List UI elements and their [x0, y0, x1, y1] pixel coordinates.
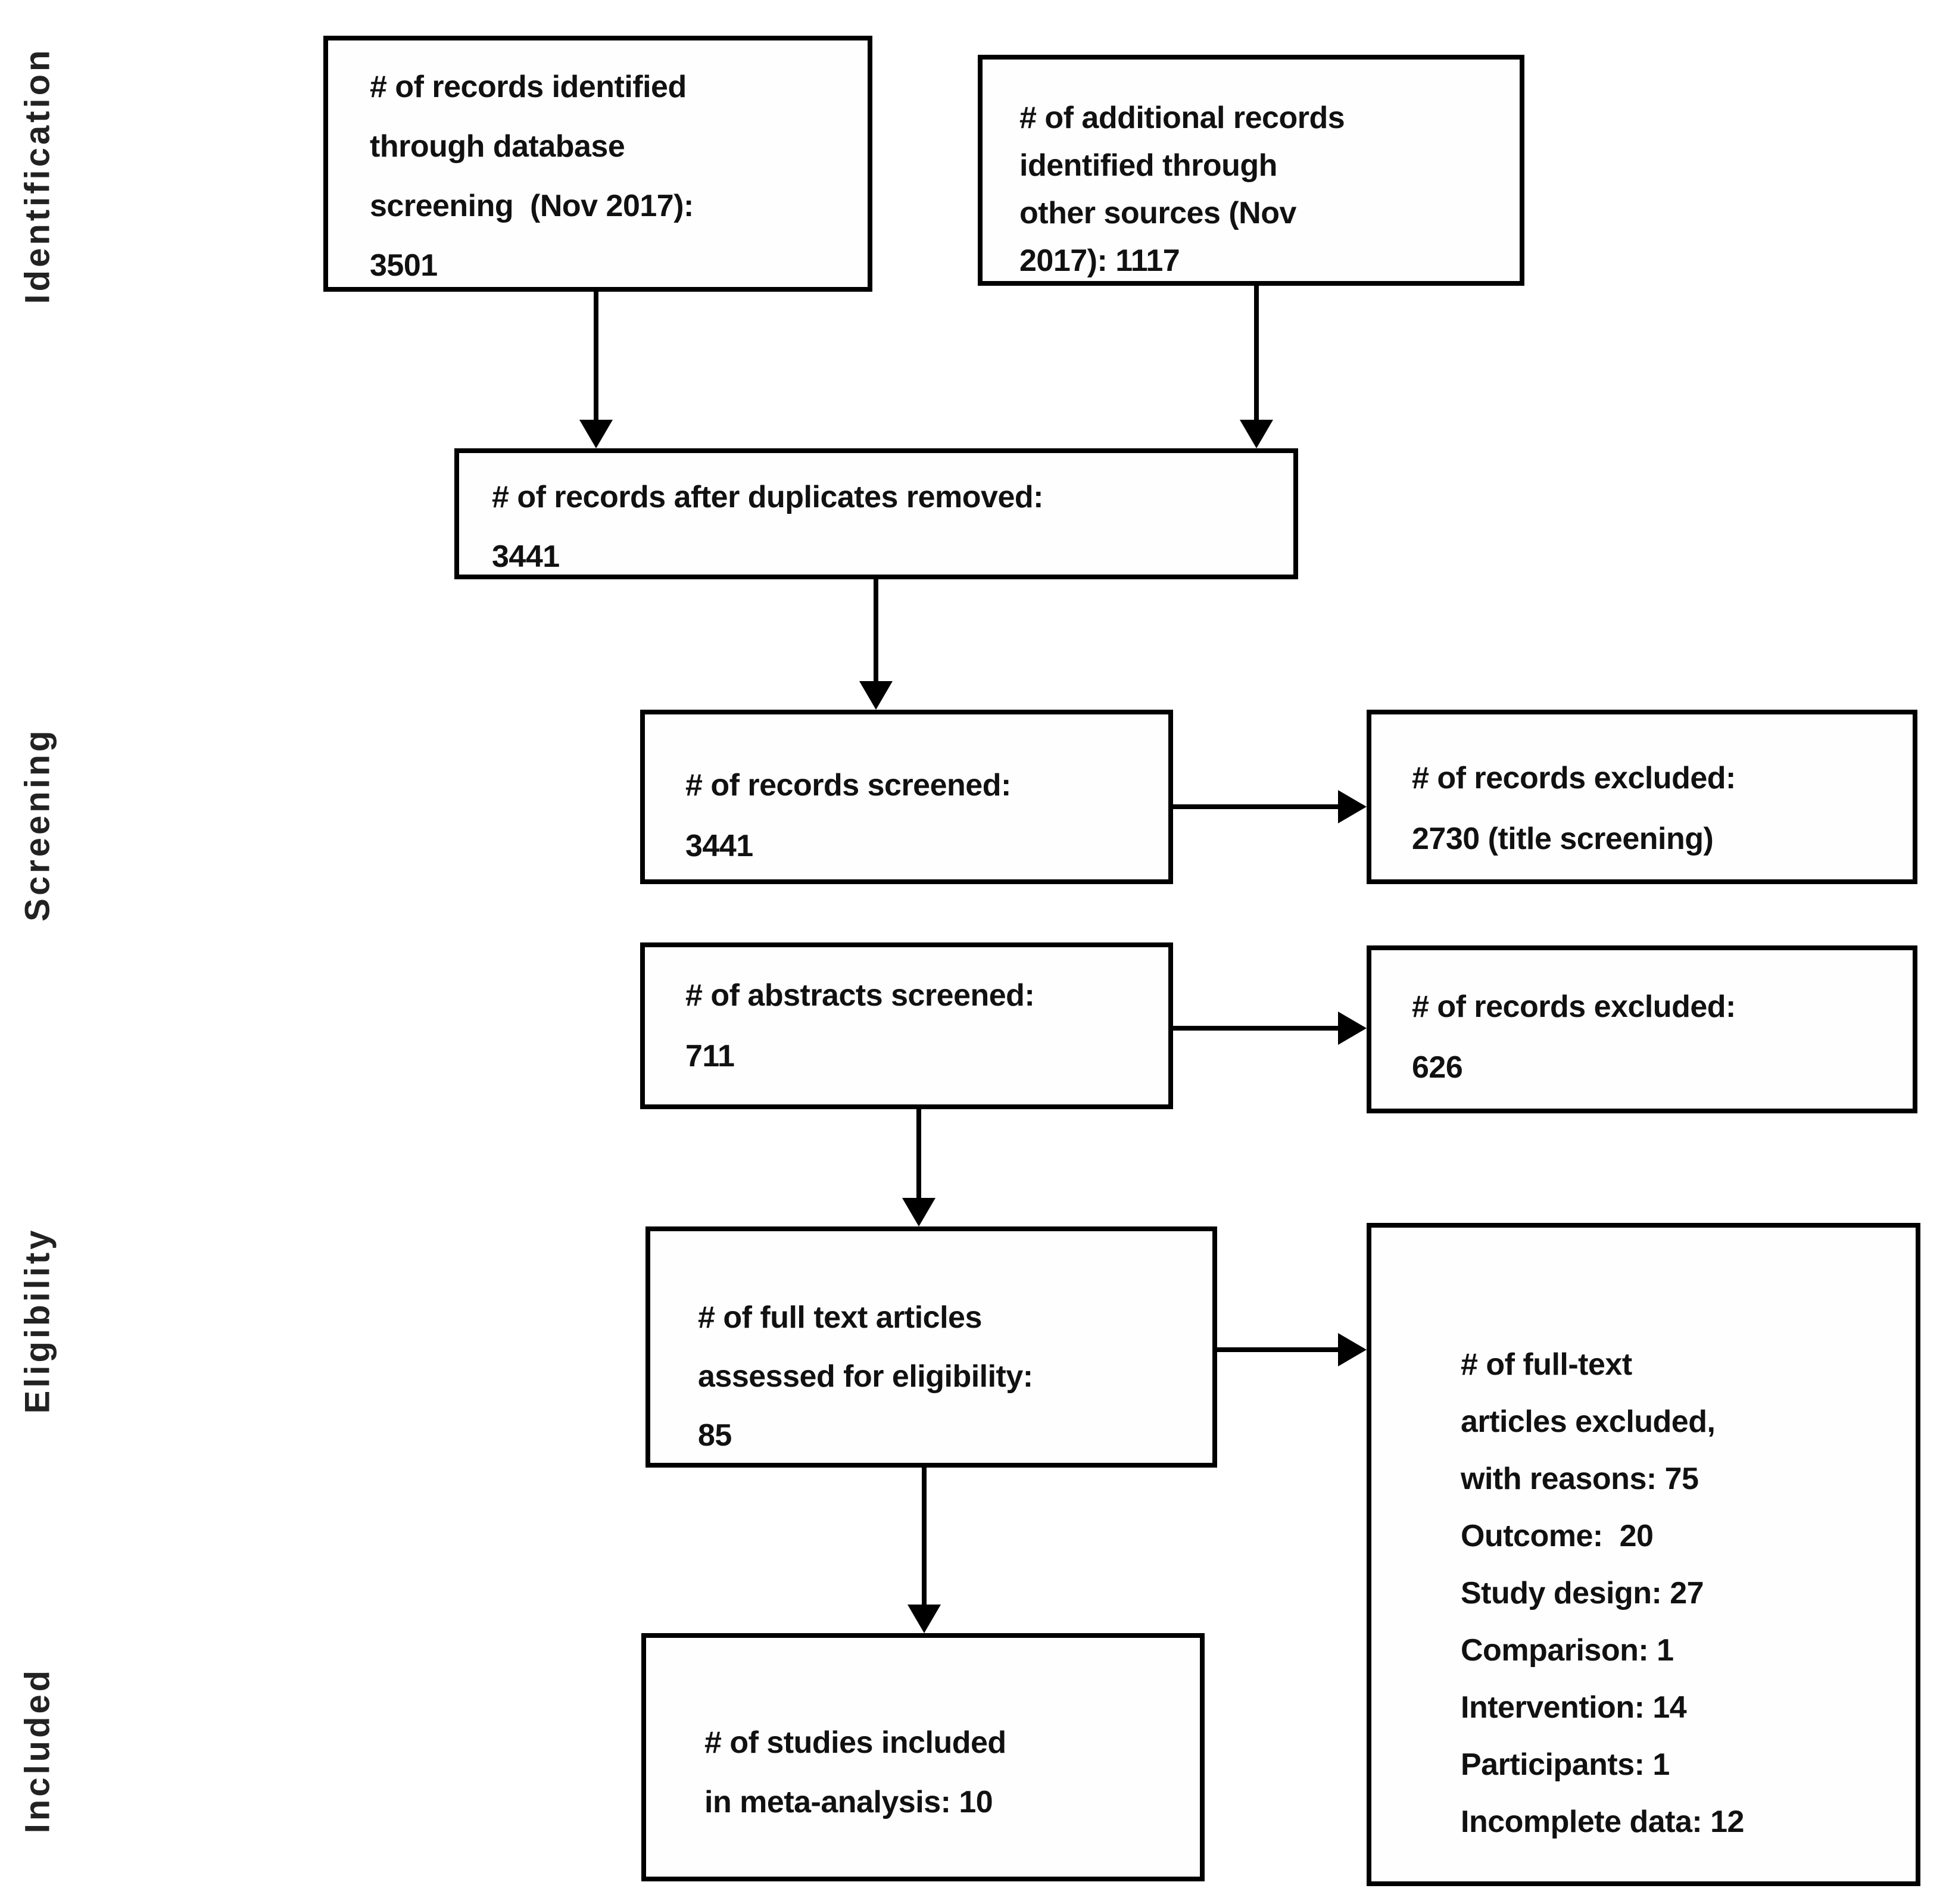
box-abstracts-screened: # of abstracts screened: 711	[640, 942, 1173, 1109]
box-text-line: # of full text articles	[698, 1300, 982, 1335]
box-text-line: Comparison: 1	[1461, 1633, 1674, 1668]
box-text-line: # of records excluded:	[1412, 990, 1736, 1024]
box-text-line: Intervention: 14	[1461, 1690, 1687, 1725]
box-text-line: 3501	[370, 248, 438, 283]
box-text-line: Participants: 1	[1461, 1747, 1670, 1782]
box-text-line: # of abstracts screened:	[685, 978, 1035, 1013]
box-text-line: 2017): 1117	[1019, 244, 1180, 278]
box-text-line: # of full-text	[1461, 1347, 1632, 1382]
box-text-line: Study design: 27	[1461, 1576, 1704, 1610]
arrow-line	[1173, 1026, 1341, 1031]
box-text-line: 3441	[492, 539, 560, 574]
box-studies-included: # of studies included in meta-analysis: …	[641, 1633, 1205, 1881]
box-text-line: # of records excluded:	[1412, 761, 1736, 795]
arrowhead-down-icon	[907, 1605, 941, 1633]
box-records-screened: # of records screened: 3441	[640, 710, 1173, 884]
stage-label-included: Included	[18, 1667, 57, 1834]
box-text-line: # of studies included	[704, 1725, 1006, 1760]
arrow-line	[594, 292, 598, 422]
box-text-line: screening (Nov 2017):	[370, 189, 694, 223]
arrowhead-down-icon	[579, 420, 613, 448]
arrow-line	[922, 1468, 927, 1607]
box-text-line: in meta-analysis: 10	[704, 1785, 993, 1819]
box-text-line: 626	[1412, 1050, 1463, 1085]
box-records-after-duplicates: # of records after duplicates removed: 3…	[454, 448, 1298, 579]
arrowhead-down-icon	[859, 681, 893, 710]
box-text-line: articles excluded,	[1461, 1404, 1716, 1439]
box-text-line: identified through	[1019, 148, 1277, 183]
arrow-line	[874, 579, 878, 683]
box-text-line: Incomplete data: 12	[1461, 1805, 1744, 1839]
arrowhead-right-icon	[1338, 1333, 1367, 1366]
stage-label-identification: Identification	[18, 47, 57, 304]
box-text-line: assessed for eligibility:	[698, 1359, 1033, 1394]
arrow-line	[1173, 804, 1341, 809]
arrowhead-down-icon	[1240, 420, 1273, 448]
arrowhead-right-icon	[1338, 1012, 1367, 1045]
arrow-line	[1217, 1347, 1341, 1352]
box-text-line: # of additional records	[1019, 101, 1345, 135]
box-text-line: # of records after duplicates removed:	[492, 480, 1043, 514]
arrow-line	[1254, 286, 1259, 422]
box-records-excluded-title-screening: # of records excluded: 2730 (title scree…	[1367, 710, 1917, 884]
arrowhead-right-icon	[1338, 790, 1367, 823]
box-additional-records-other-sources: # of additional records identified throu…	[978, 55, 1524, 286]
box-text-line: other sources (Nov	[1019, 196, 1296, 230]
stage-label-eligibility: Eligibility	[18, 1227, 57, 1414]
box-text-line: through database	[370, 129, 625, 164]
stage-label-screening: Screening	[18, 728, 57, 922]
box-fulltext-assessed: # of full text articles assessed for eli…	[645, 1226, 1217, 1468]
box-text-line: 3441	[685, 829, 753, 863]
box-text-line: 2730 (title screening)	[1412, 822, 1714, 856]
box-records-identified-database: # of records identified through database…	[323, 36, 872, 292]
arrowhead-down-icon	[902, 1198, 935, 1226]
box-fulltext-excluded-reasons: # of full-text articles excluded, with r…	[1367, 1223, 1920, 1886]
box-text-line: 85	[698, 1418, 732, 1453]
box-text-line: with reasons: 75	[1461, 1462, 1699, 1496]
box-text-line: # of records identified	[370, 70, 687, 104]
box-text-line: 711	[685, 1039, 735, 1073]
box-text-line: Outcome: 20	[1461, 1519, 1654, 1553]
arrow-line	[916, 1109, 921, 1200]
box-records-excluded-abstract: # of records excluded: 626	[1367, 945, 1917, 1113]
box-text-line: # of records screened:	[685, 768, 1011, 803]
